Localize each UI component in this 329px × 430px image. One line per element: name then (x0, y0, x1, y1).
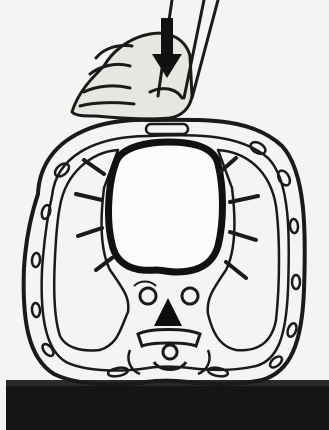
compressing-hand (72, 0, 218, 119)
esophagus-triangle (154, 298, 182, 326)
table-surface (6, 380, 329, 430)
heart (109, 142, 223, 272)
sternum (146, 124, 188, 134)
aorta (134, 282, 198, 305)
